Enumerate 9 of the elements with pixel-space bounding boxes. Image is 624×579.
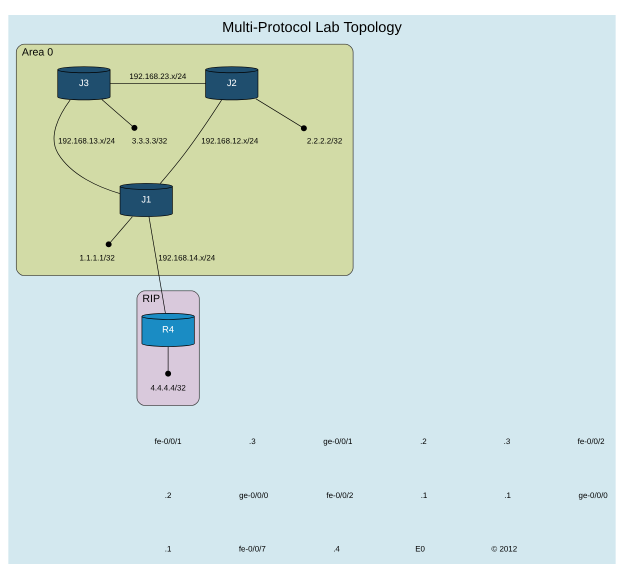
connector: [106, 216, 133, 248]
connector: [165, 346, 172, 377]
connector: [54, 100, 120, 194]
diagram-title: Multi-Protocol Lab Topology: [222, 20, 402, 36]
connector: [256, 98, 307, 132]
connector: [160, 100, 222, 184]
connector: [110, 82, 206, 84]
connector: [148, 216, 166, 314]
connector: [102, 99, 138, 131]
